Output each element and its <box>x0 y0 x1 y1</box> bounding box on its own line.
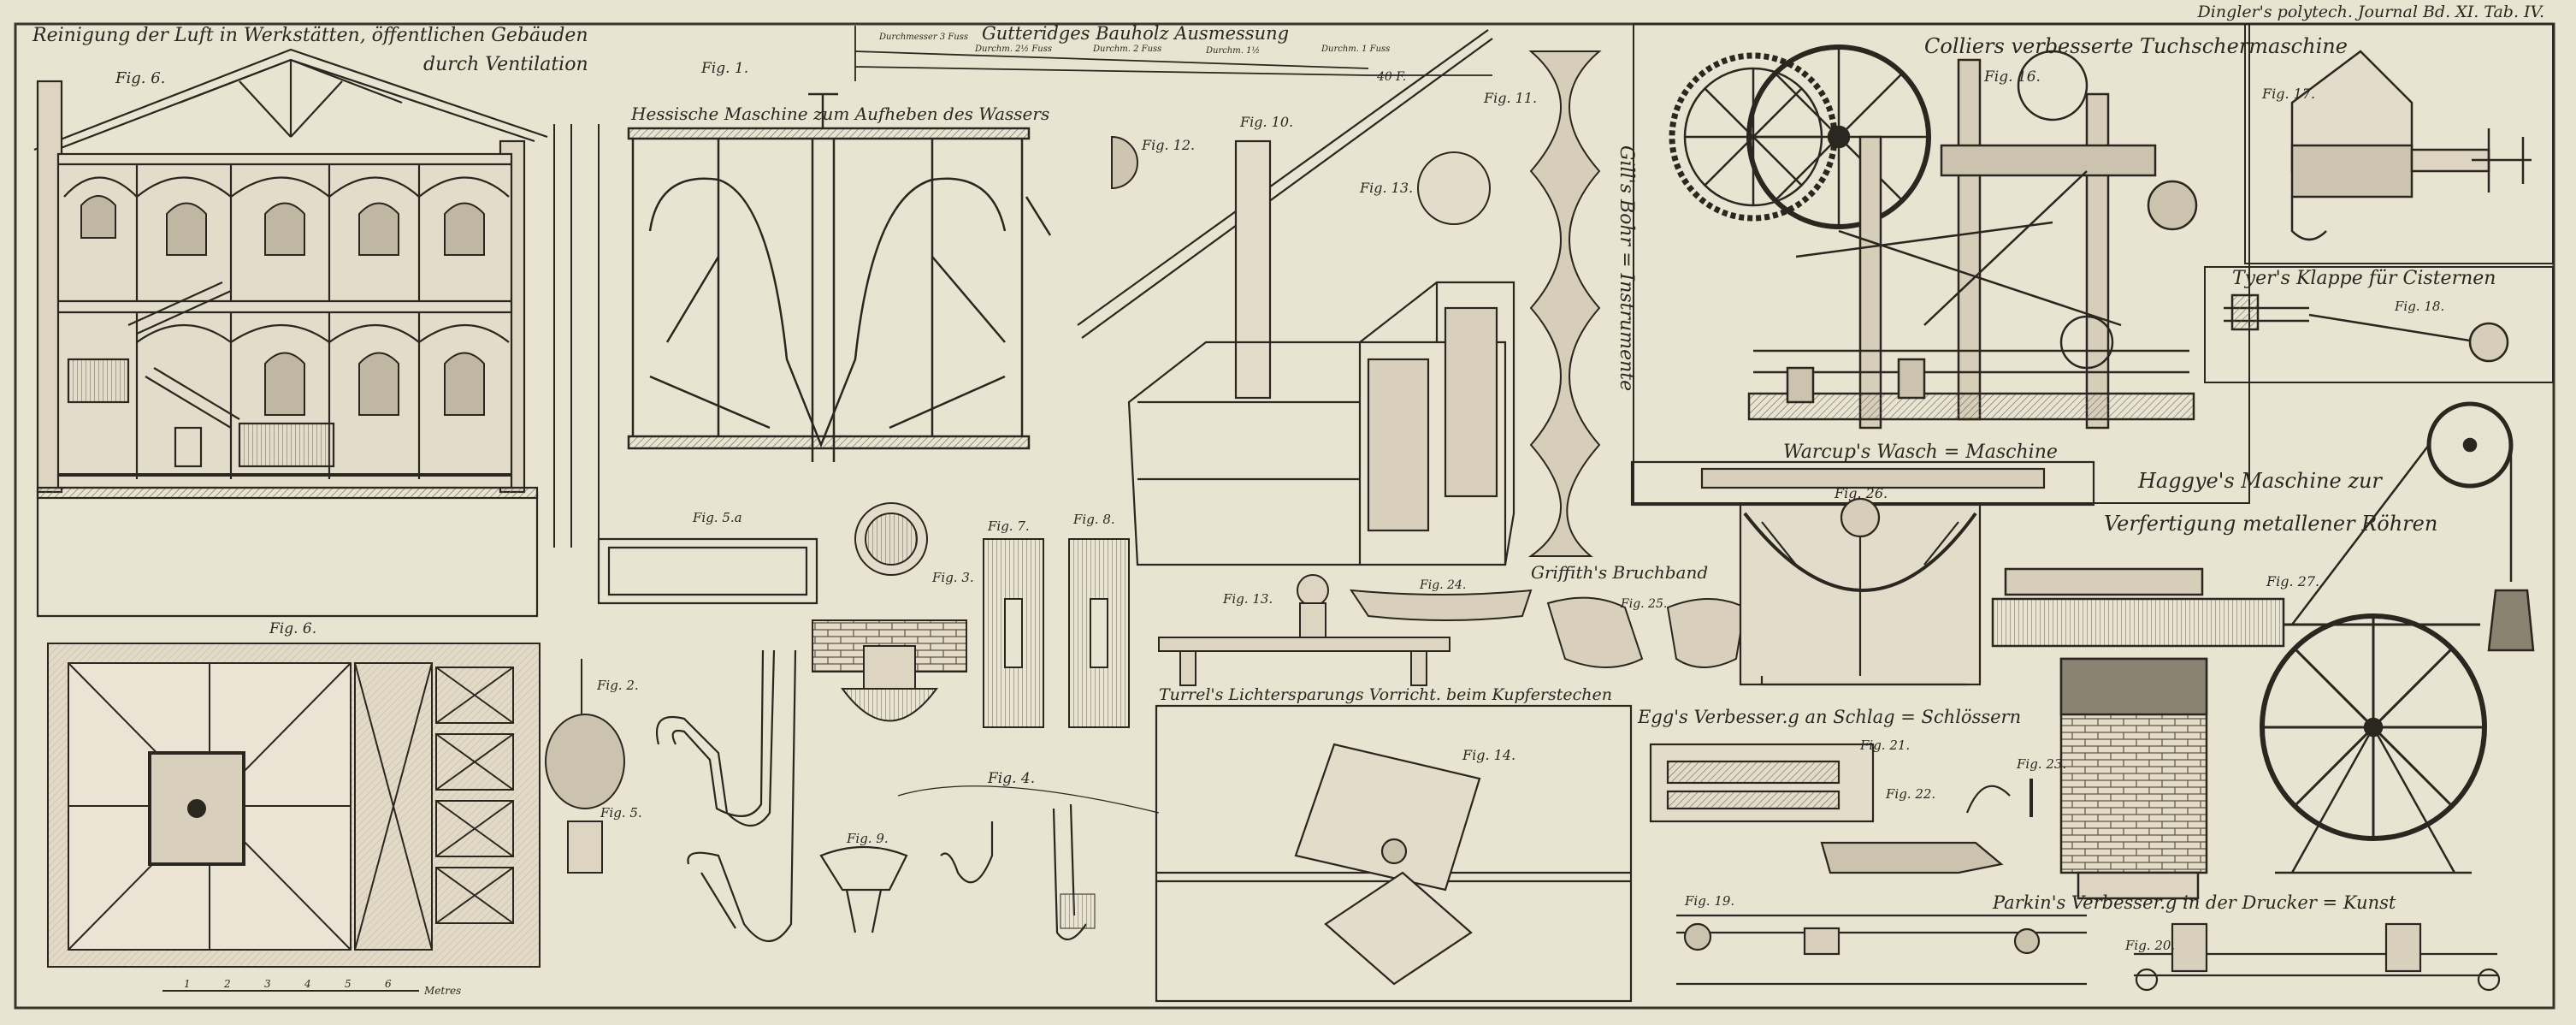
gutteridge-d5: Durchm. 1 Fuss <box>1320 44 1390 54</box>
fig3-grille <box>854 502 928 576</box>
gutteridge-d4: Durchm. 1½ <box>1205 46 1260 56</box>
haggyes-machine <box>1991 401 2535 900</box>
fig5a-pipe <box>597 537 818 605</box>
plate-border <box>14 22 2555 1010</box>
ventilation-title-line2: durch Ventilation <box>423 54 588 75</box>
fig-25-label: Fig. 25. <box>1620 597 1667 611</box>
hessische-title: Hessische Maschine zum Aufheben des Wass… <box>630 104 1049 124</box>
fig-21-label: Fig. 21. <box>1859 738 1910 753</box>
fig17-valve <box>2290 50 2532 241</box>
gutteridge-title: Gutteridges Bauholz Ausmessung <box>982 23 1289 44</box>
fig-19-label: Fig. 19. <box>1684 893 1734 909</box>
haggyes-title-line2: Verfertigung metallener Röhren <box>2104 512 2437 536</box>
turrels-title: Turrel's Lichtersparungs Vorricht. beim … <box>1159 685 1612 704</box>
fig-6-label: Fig. 6. <box>115 69 165 87</box>
fig-3-label: Fig. 3. <box>931 570 974 585</box>
tyers-valve <box>2224 293 2509 363</box>
eggs-lock <box>1649 743 2033 874</box>
fig-2-label: Fig. 2. <box>596 678 639 693</box>
fig-23-label: Fig. 23. <box>2016 756 2066 772</box>
gutteridge-d2: Durchm. 2½ Fuss <box>974 44 1052 54</box>
fig-7-label: Fig. 7. <box>987 518 1030 534</box>
griffiths-title: Griffith's Bruchband <box>1531 562 1708 583</box>
fig15-table <box>1158 574 1450 686</box>
fig11-auger <box>1527 50 1602 557</box>
ventilation-floor-plan <box>47 643 541 968</box>
fig-27-label: Fig. 27. <box>2266 573 2319 590</box>
fig2-bulb <box>545 659 625 874</box>
hessische-machine-drawing <box>627 92 1052 462</box>
scale-unit: Metres <box>423 985 461 997</box>
tyers-panel <box>2204 266 2554 383</box>
fig-4-label: Fig. 4. <box>987 770 1035 787</box>
colliers-machine <box>1669 44 2198 430</box>
fig-17-label: Fig. 17. <box>2261 86 2315 102</box>
fig-10-label: Fig. 10. <box>1239 114 1293 130</box>
fig-6b-label: Fig. 6. <box>269 620 316 637</box>
fig-12-label: Fig. 12. <box>1141 137 1195 153</box>
parkins-press <box>1676 914 2501 992</box>
ventilation-title-line1: Reinigung der Luft in Werkstätten, öffen… <box>32 25 588 46</box>
fig-5-label: Fig. 5. <box>600 805 642 821</box>
scale-bar: 1 2 3 4 5 6 Metres <box>162 978 461 997</box>
fig-26-label: Fig. 26. <box>1834 485 1888 501</box>
scale-tick-3: 3 <box>264 978 271 990</box>
eggs-title: Egg's Verbesser.g an Schlag = Schlössern <box>1637 707 2021 727</box>
gutteridge-measure <box>854 26 1492 81</box>
warcups-machine <box>1630 460 2095 686</box>
gutteridge-end: 40 F. <box>1376 70 1406 84</box>
fig-11-label: Fig. 11. <box>1483 90 1537 106</box>
gutteridge-d3: Durchm. 2 Fuss <box>1092 44 1161 54</box>
fig-13-label: Fig. 13. <box>1359 180 1413 196</box>
fig-9-label: Fig. 9. <box>846 831 889 846</box>
scale-tick-1: 1 <box>184 978 191 990</box>
warcups-title: Warcup's Wasch = Maschine <box>1783 441 2058 463</box>
scale-tick-6: 6 <box>385 978 392 990</box>
fig13-circle <box>1417 151 1491 225</box>
fig-16-label: Fig. 16. <box>1983 68 2041 86</box>
fig10-apparatus <box>1077 29 1515 566</box>
colliers-title: Colliers verbesserte Tuchschermaschine <box>1924 34 2348 58</box>
fig12-segment <box>1111 135 1138 190</box>
plate-header: Dingler's polytech. Journal Bd. XI. Tab.… <box>2197 3 2544 21</box>
fig7-fig8-walls <box>983 538 1130 728</box>
scale-tick-2: 2 <box>223 978 231 990</box>
vertical-pipes <box>553 124 600 548</box>
fig4-sediment <box>1060 893 1096 929</box>
parkins-title: Parkin's Verbesser.g in der Drucker = Ku… <box>1992 892 2396 913</box>
scale-tick-4: 4 <box>304 978 311 990</box>
fig-18-label: Fig. 18. <box>2394 299 2444 314</box>
gutteridge-d1: Durchmesser 3 Fuss <box>878 33 968 42</box>
haggyes-title-line1: Haggye's Maschine zur <box>2137 469 2383 493</box>
fig17-panel <box>2244 23 2554 264</box>
tyers-title: Tyer's Klappe für Cisternen <box>2232 268 2496 289</box>
griffiths-truss <box>1350 589 1746 668</box>
fig-5a-label: Fig. 5.a <box>692 510 742 525</box>
fig-14-label: Fig. 14. <box>1462 747 1515 763</box>
brick-funnel <box>812 619 967 722</box>
fig-1-label: Fig. 1. <box>700 60 748 77</box>
siphon-traps <box>655 649 1160 943</box>
turrels-frame <box>1155 704 1633 1003</box>
fig-13b-label: Fig. 13. <box>1222 591 1273 607</box>
fig-22-label: Fig. 22. <box>1885 786 1935 802</box>
fig-24-label: Fig. 24. <box>1419 578 1466 592</box>
fig-20-label: Fig. 20. <box>2124 938 2175 953</box>
ventilation-windows <box>80 195 485 416</box>
scale-tick-5: 5 <box>345 978 352 990</box>
fig-8-label: Fig. 8. <box>1072 512 1115 527</box>
